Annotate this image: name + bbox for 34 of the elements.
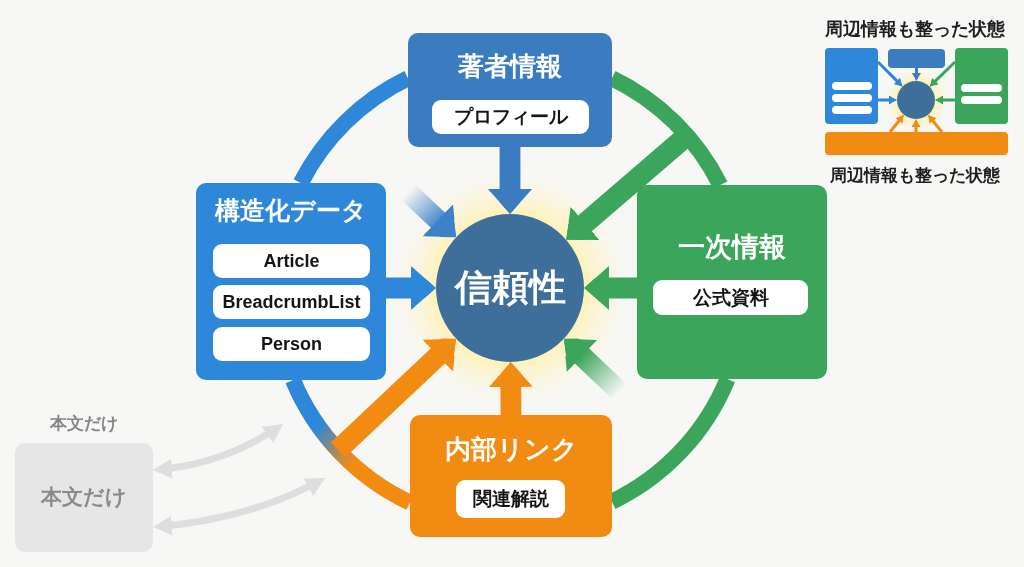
arrow <box>488 147 532 214</box>
arrow <box>935 95 955 105</box>
tag: 公式資料 <box>653 280 808 315</box>
category-card <box>637 185 827 379</box>
mini-card <box>825 48 878 124</box>
inset-title: 周辺情報も整った状態 <box>825 19 1005 40</box>
mini-card <box>888 49 945 68</box>
category-card <box>410 415 612 537</box>
mini-bar <box>825 132 1008 155</box>
tag: プロフィール <box>432 100 589 134</box>
arrow <box>928 60 957 88</box>
text-only-card: 本文だけ <box>15 443 153 552</box>
inset-caption: 周辺情報も整った状態 <box>830 166 1000 186</box>
card-heading: 本文だけ <box>50 414 118 434</box>
mini-card <box>955 48 1008 124</box>
card-title: 内部リンク <box>444 435 578 465</box>
card-title: 著者情報 <box>458 52 562 82</box>
arrow <box>876 60 904 88</box>
arrow <box>878 95 897 105</box>
arrow <box>888 113 906 133</box>
arrow <box>386 266 436 310</box>
tag: Person <box>213 327 370 361</box>
arrow <box>488 361 533 416</box>
arrow <box>584 266 637 310</box>
card-title: 構造化データ <box>215 196 367 225</box>
arrow <box>926 113 944 133</box>
arrow <box>911 67 921 82</box>
tag: 関連解説 <box>456 480 565 518</box>
category-card <box>196 183 386 380</box>
tag: BreadcrumbList <box>213 285 370 319</box>
card-title: 一次情報 <box>678 232 786 264</box>
category-card <box>408 33 612 147</box>
arrow <box>911 119 921 132</box>
tag: Article <box>213 244 370 278</box>
